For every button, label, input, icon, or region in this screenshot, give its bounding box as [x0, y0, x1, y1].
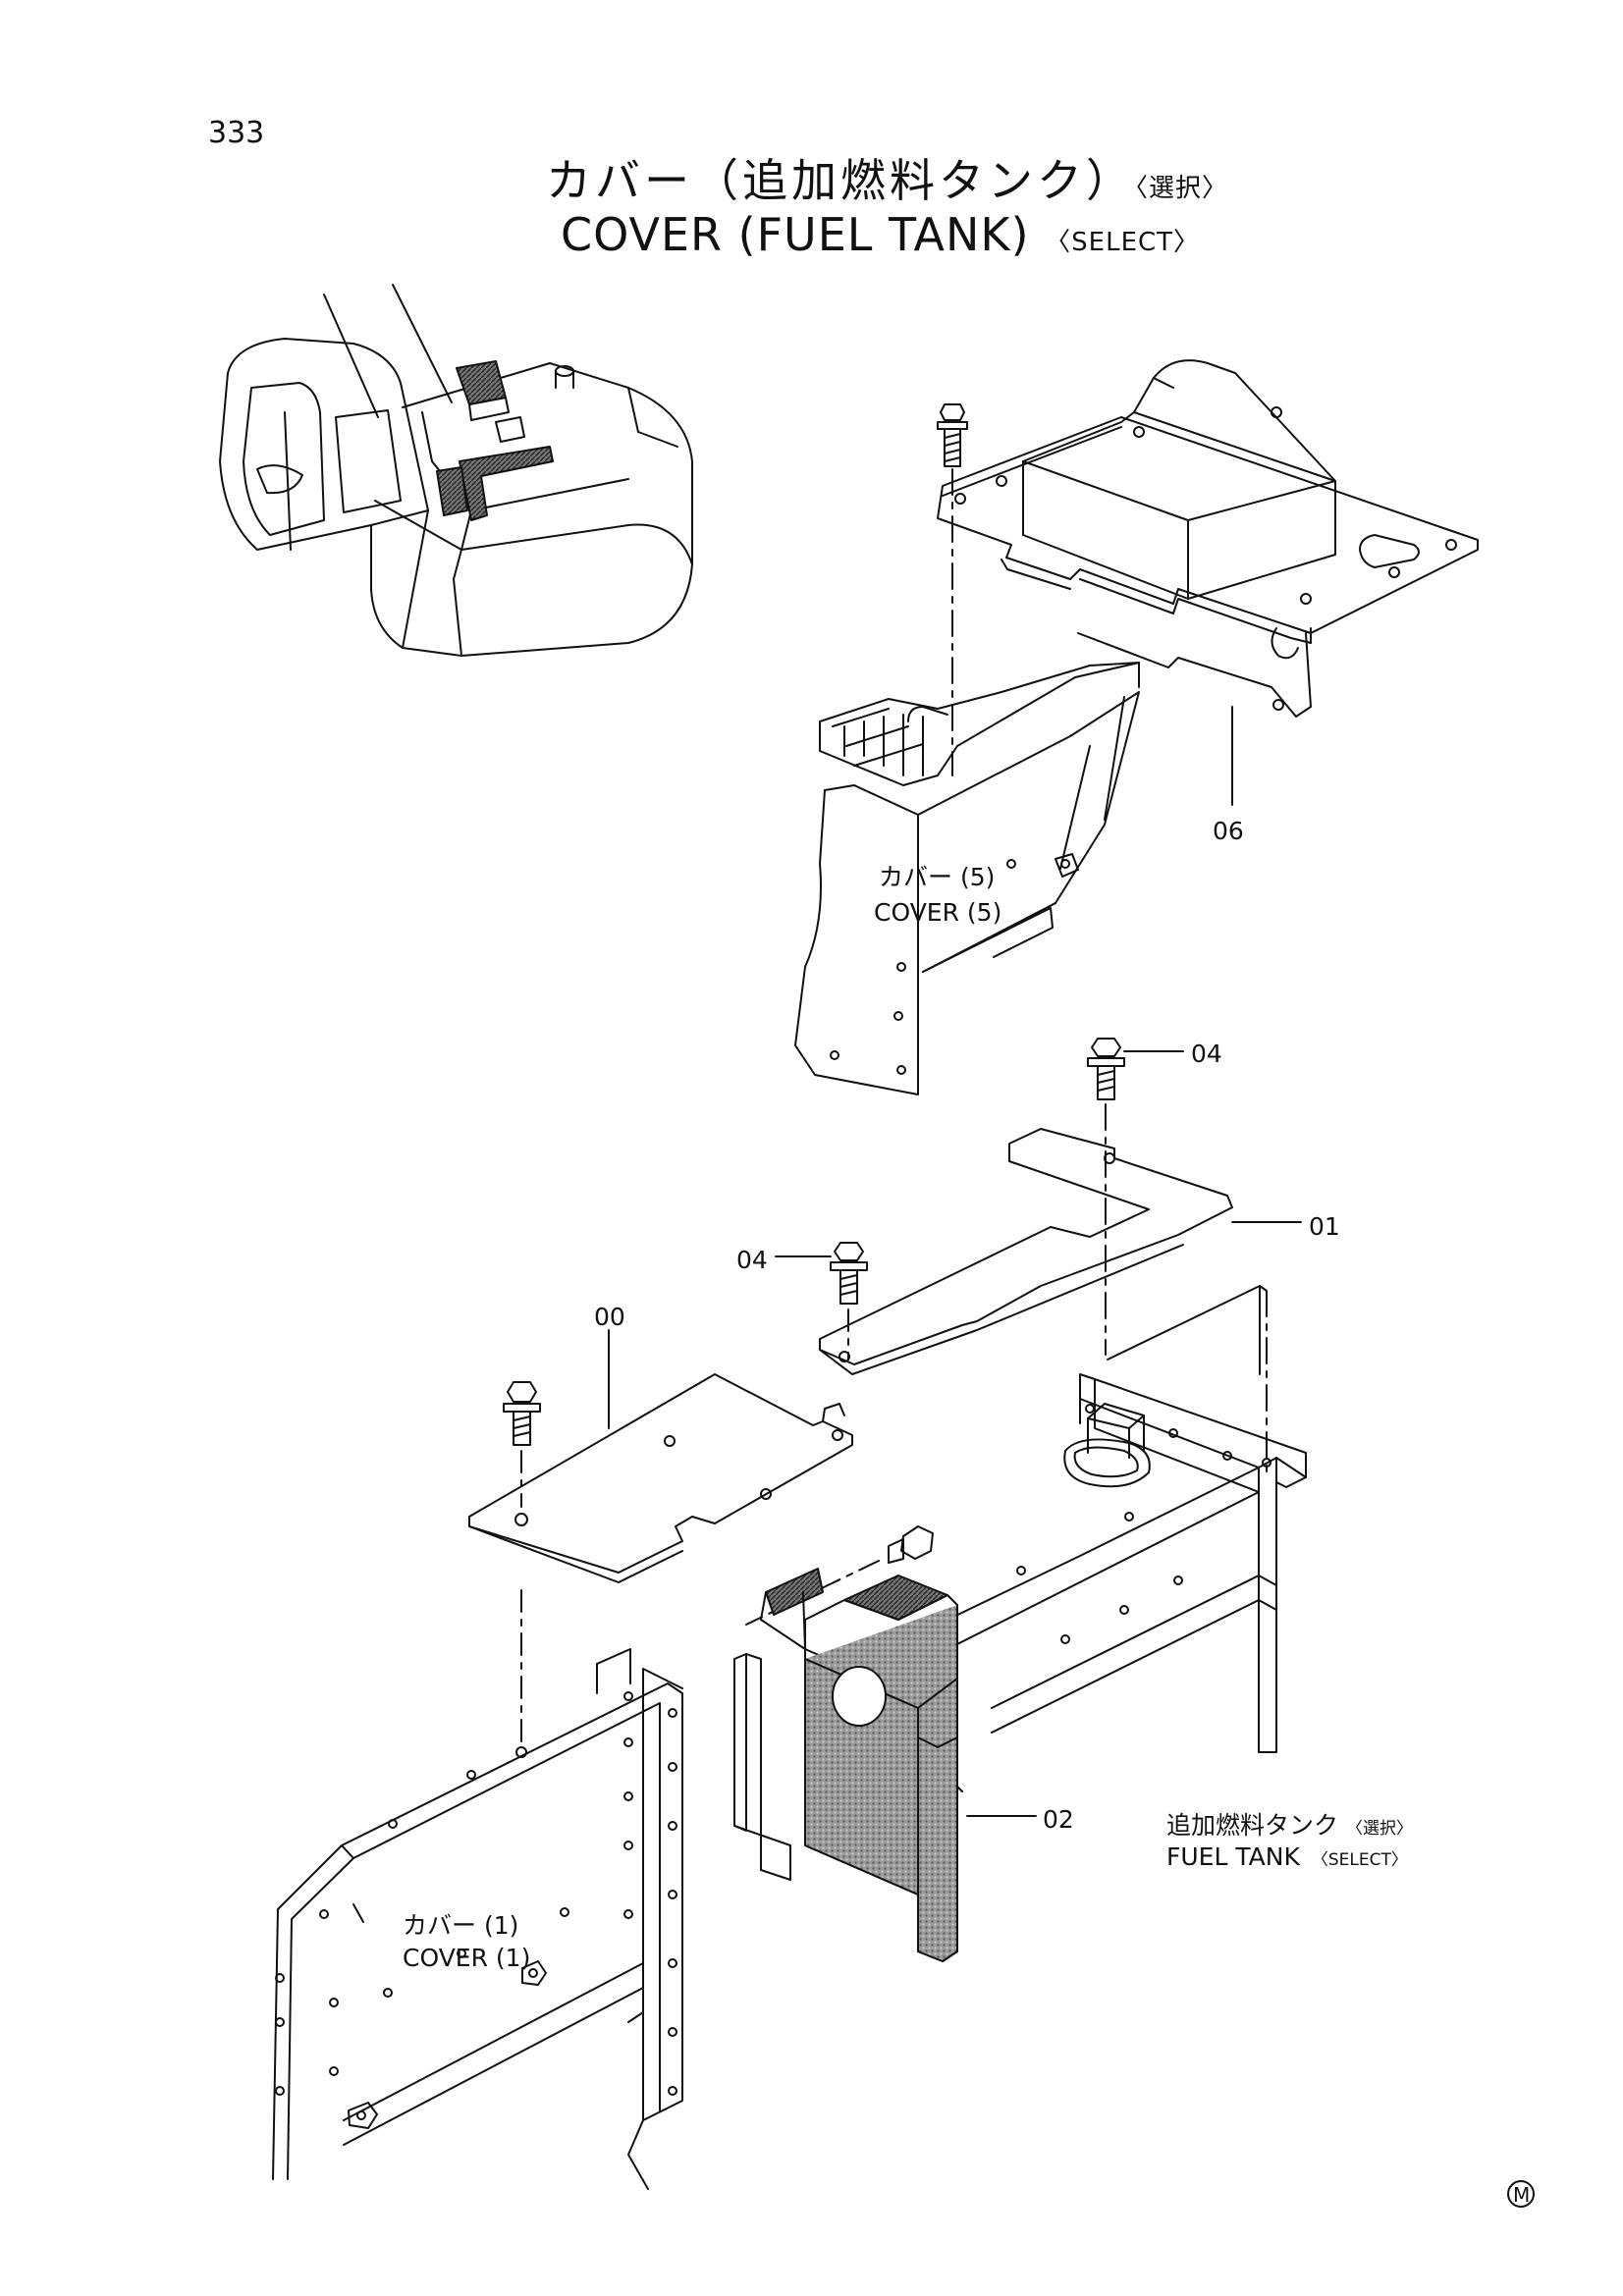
callout-06: 06: [1213, 817, 1244, 845]
cover-1-label-jp: カバー (1): [403, 1911, 518, 1940]
title-english: COVER (FUEL TANK) 〈SELECT〉: [561, 208, 1200, 261]
fuel-tank-en-text: FUEL TANK: [1166, 1842, 1300, 1871]
callout-02: 02: [1043, 1805, 1074, 1834]
fuel-tank-jp-text: 追加燃料タンク: [1166, 1811, 1338, 1840]
title-jp-suffix: 〈選択〉: [1135, 174, 1229, 203]
bolt-04-upper: 04: [1087, 1038, 1222, 1356]
bolt-00-left: [503, 1381, 541, 1508]
title-jp-main: カバー（追加燃料タンク）: [546, 154, 1135, 207]
callout-04-upper: 04: [1191, 1040, 1222, 1068]
callout-01: 01: [1309, 1212, 1340, 1241]
part-00-plate: 00: [468, 1303, 853, 1743]
circled-m-mark: M: [1507, 2180, 1535, 2208]
mark-letter: M: [1513, 2183, 1530, 2207]
cover-5-reference: カバー (5) COVER (5): [794, 662, 1140, 1095]
callout-04-middle: 04: [736, 1246, 768, 1274]
cover-1-label-en: COVER (1): [403, 1944, 530, 1972]
bolt-upper-06: [937, 403, 968, 776]
part-06-cover: 06: [937, 359, 1479, 845]
title-en-suffix: 〈SELECT〉: [1045, 228, 1201, 257]
cover-1-reference: カバー (1) COVER (1): [272, 1648, 683, 2190]
bolt-04-middle: 04: [736, 1242, 868, 1361]
title-japanese: カバー（追加燃料タンク）〈選択〉: [546, 145, 1228, 210]
part-02-pad: 02: [733, 1568, 1074, 1962]
fuel-tank-frame: 追加燃料タンク〈選択〉 FUEL TANK 〈SELECT〉: [745, 1373, 1413, 1871]
part-01-plate: 01: [819, 1128, 1340, 1478]
callout-00: 00: [594, 1303, 625, 1331]
title-en-main: COVER (FUEL TANK): [561, 208, 1030, 261]
cover-5-label-jp: カバー (5): [879, 863, 995, 891]
fuel-tank-label-en: FUEL TANK 〈SELECT〉: [1166, 1842, 1408, 1871]
fuel-tank-en-suffix: 〈SELECT〉: [1312, 1850, 1408, 1870]
excavator-location-view: [219, 284, 693, 657]
fuel-tank-label-jp: 追加燃料タンク〈選択〉: [1166, 1811, 1413, 1840]
cover-5-label-en: COVER (5): [874, 898, 1001, 927]
fuel-tank-jp-suffix: 〈選択〉: [1346, 1819, 1413, 1839]
page-number: 333: [208, 116, 265, 150]
